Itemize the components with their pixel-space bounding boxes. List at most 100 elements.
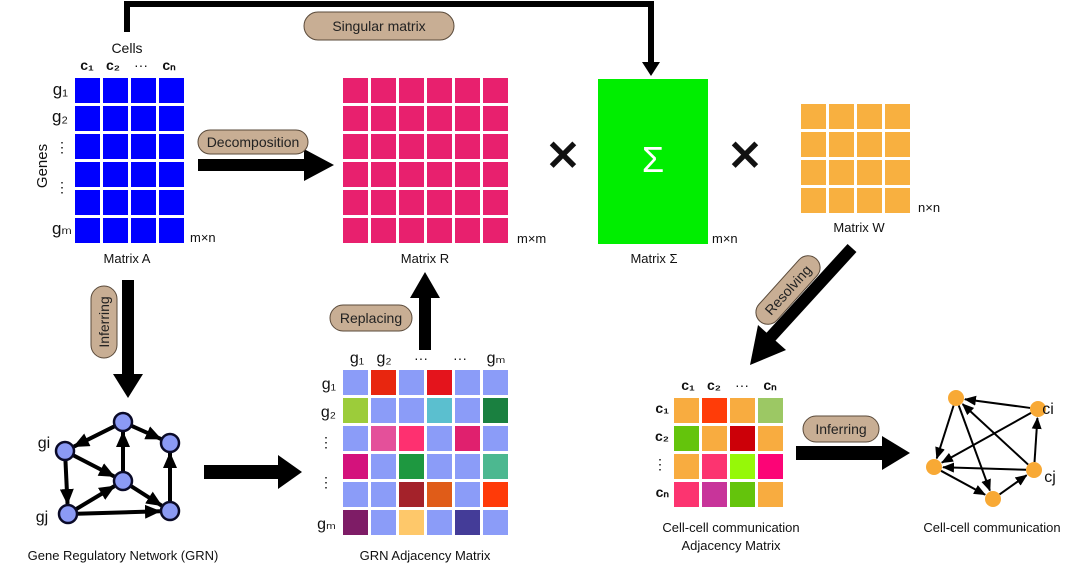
ccc-adj-row-label: ⋮ bbox=[653, 456, 667, 472]
matrix-w-cell bbox=[829, 188, 854, 213]
matrix-r-cell bbox=[483, 162, 508, 187]
grn-node bbox=[54, 440, 76, 462]
ccc-adjacency-cell bbox=[758, 398, 783, 423]
ccc-node bbox=[1030, 401, 1046, 417]
ccc-adjacency-title-line1: Cell-cell communication bbox=[662, 520, 799, 535]
grn-adj-row-label: g₁ bbox=[322, 376, 336, 393]
ccc-adjacency-title-line2: Adjacency Matrix bbox=[682, 538, 781, 553]
matrix-w-cell bbox=[829, 132, 854, 157]
grn-adjacency-cell bbox=[427, 454, 452, 479]
matrix-w-cell bbox=[885, 104, 910, 129]
grn-adj-row-label: ⋮ bbox=[319, 434, 333, 450]
matrix-r-cell bbox=[427, 218, 452, 243]
grn-node-label-gj: gj bbox=[36, 509, 48, 526]
ccc-adjacency-cell bbox=[730, 482, 755, 507]
ccc-adjacency-cell bbox=[730, 398, 755, 423]
grn-adj-row-label: g₂ bbox=[321, 404, 336, 421]
matrix-w-title: Matrix W bbox=[833, 220, 885, 235]
ccc-adjacency-cell bbox=[674, 482, 699, 507]
ccc-adjacency-cell bbox=[730, 454, 755, 479]
matrix-w-cell bbox=[857, 188, 882, 213]
matrix-r-grid bbox=[343, 78, 508, 243]
decomposition-label: Decomposition bbox=[207, 134, 300, 150]
matrix-a-row-label: g₁ bbox=[53, 80, 68, 99]
matrix-r-cell bbox=[427, 162, 452, 187]
grn-adjacency-cell bbox=[343, 454, 368, 479]
grn-adjacency-cell bbox=[455, 482, 480, 507]
connector-line bbox=[124, 1, 654, 64]
ccc-edge-arrow bbox=[961, 403, 1029, 466]
matrix-a-cell bbox=[131, 218, 156, 243]
ccc-adj-row-label: c₁ bbox=[655, 400, 669, 416]
genes-axis-label: Genes bbox=[34, 144, 51, 188]
grn-adjacency-cell bbox=[399, 454, 424, 479]
ccc-node bbox=[926, 459, 942, 475]
matrix-a-cell bbox=[103, 78, 128, 103]
ccc-adj-col-label: cₙ bbox=[763, 377, 777, 393]
ccc-node bbox=[1026, 462, 1042, 478]
grn-adj-col-label: gₘ bbox=[487, 350, 506, 367]
matrix-r-cell bbox=[455, 218, 480, 243]
grn-edge-arrow bbox=[72, 453, 116, 479]
inferring-down-arrow bbox=[113, 280, 143, 398]
matrix-r-title: Matrix R bbox=[401, 251, 449, 266]
grn-adjacency-column-labels: g₁ g₂ ··· ··· gₘ bbox=[350, 350, 506, 367]
ccc-node-label-ci: ci bbox=[1042, 401, 1054, 418]
matrix-w-cell bbox=[857, 104, 882, 129]
ccc-adjacency-cell bbox=[674, 398, 699, 423]
grn-adjacency-cell bbox=[343, 426, 368, 451]
ccc-adj-col-label: c₁ bbox=[681, 377, 695, 393]
grn-node bbox=[112, 411, 134, 433]
ccc-edge-arrow bbox=[963, 395, 1031, 409]
matrix-r-dims: m×m bbox=[517, 231, 546, 246]
grn-adjacency-cell bbox=[483, 370, 508, 395]
ccc-adjacency-cell bbox=[674, 426, 699, 451]
grn-adjacency-cell bbox=[483, 482, 508, 507]
matrix-a-col-label: c₁ bbox=[80, 57, 94, 73]
singular-matrix-connector bbox=[124, 1, 660, 76]
matrix-w-cell bbox=[801, 188, 826, 213]
matrix-r-cell bbox=[483, 190, 508, 215]
grn-adjacency-cell bbox=[427, 482, 452, 507]
matrix-a-cell bbox=[75, 78, 100, 103]
ccc-adjacency-cell bbox=[758, 454, 783, 479]
ccc-adjacency-cell bbox=[758, 426, 783, 451]
matrix-r-cell bbox=[371, 134, 396, 159]
matrix-a-cell bbox=[75, 162, 100, 187]
matrix-r-cell bbox=[399, 78, 424, 103]
grn-adjacency-cell bbox=[371, 370, 396, 395]
grn-adjacency-cell bbox=[371, 454, 396, 479]
matrix-r-cell bbox=[455, 78, 480, 103]
grn-node bbox=[112, 470, 134, 492]
matrix-a-cell bbox=[75, 218, 100, 243]
matrix-a-column-labels: c₁ c₂ ··· cₙ bbox=[80, 57, 176, 73]
grn-node bbox=[57, 503, 79, 525]
ccc-network-title: Cell-cell communication bbox=[923, 520, 1060, 535]
matrix-w-dims: n×n bbox=[918, 200, 940, 215]
matrix-sigma-dims: m×n bbox=[712, 231, 738, 246]
inferring-right-pill: Inferring bbox=[802, 415, 880, 443]
decomposition-pill: Decomposition bbox=[197, 129, 309, 155]
ccc-edge-arrow bbox=[998, 474, 1028, 496]
grn-adjacency-cell bbox=[483, 454, 508, 479]
grn-adjacency-cell bbox=[427, 510, 452, 535]
matrix-w-cell bbox=[857, 132, 882, 157]
ccc-edge-arrow bbox=[941, 462, 1027, 473]
ccc-adjacency-cell bbox=[758, 482, 783, 507]
matrix-r-cell bbox=[483, 106, 508, 131]
grn-adjacency-cell bbox=[371, 482, 396, 507]
matrix-a-dims: m×n bbox=[190, 230, 216, 245]
grn-adjacency-cell bbox=[399, 482, 424, 507]
grn-node bbox=[159, 432, 181, 454]
matrix-r-cell bbox=[399, 106, 424, 131]
matrix-r-cell bbox=[399, 218, 424, 243]
matrix-w-cell bbox=[829, 104, 854, 129]
grn-adjacency-cell bbox=[483, 426, 508, 451]
grn-adj-row-label: gₘ bbox=[317, 516, 336, 533]
grn-adjacency-cell bbox=[343, 482, 368, 507]
matrix-a-cell bbox=[103, 106, 128, 131]
grn-adjacency-cell bbox=[371, 398, 396, 423]
grn-adjacency-cell bbox=[427, 398, 452, 423]
matrix-r-cell bbox=[343, 78, 368, 103]
matrix-r-cell bbox=[371, 218, 396, 243]
